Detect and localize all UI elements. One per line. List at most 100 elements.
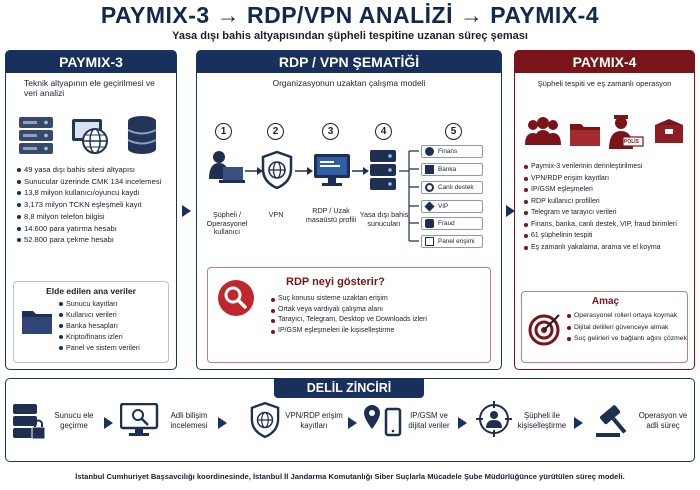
arrow-right-icon bbox=[218, 417, 227, 429]
bank-icon bbox=[425, 165, 434, 174]
chain-step-label: Operasyon ve adli süreç bbox=[638, 411, 688, 430]
money-icon bbox=[425, 147, 434, 156]
paymix3-panel: PAYMIX-3 Teknik altyapının ele geçirilme… bbox=[5, 50, 177, 370]
paymix3-intro: Teknik altyapının ele geçirilmesi ve ver… bbox=[24, 78, 155, 98]
alert-icon bbox=[425, 219, 434, 228]
step-number: 1 bbox=[215, 123, 232, 140]
police-officer-icon bbox=[609, 115, 644, 149]
list-item: IP/GSM eşleşmeleri ile kişiselleştirme bbox=[270, 326, 430, 337]
list-item: Tarayıcı, Telegram, Desktop ve Downloads… bbox=[270, 315, 430, 326]
user-laptop-icon bbox=[209, 151, 245, 183]
rdp-info-list: Suç konusu sisteme uzaktan erişim Ortak … bbox=[270, 294, 430, 336]
step-number: 3 bbox=[322, 123, 339, 140]
paymix4-list: Paymix-3 verilerinin derinleştirilmesi V… bbox=[523, 161, 693, 253]
list-item: Suç konusu sisteme uzaktan erişim bbox=[270, 294, 430, 305]
chain-step-label: IP/GSM ve dijital veriler bbox=[408, 411, 450, 430]
tag-label: Fraud bbox=[438, 220, 455, 227]
page-title: PAYMIX-3 → RDP/VPN ANALİZİ → PAYMIX-4 bbox=[100, 2, 600, 28]
list-item: Operasyonel rolleri ortaya koymak bbox=[566, 310, 688, 322]
step-label: Yasa dışı bahis sunucuları bbox=[359, 210, 409, 228]
arrow-right-icon bbox=[104, 417, 113, 429]
list-item: Telegram ve tarayıcı verileri bbox=[523, 207, 693, 219]
goal-list: Operasyonel rolleri ortaya koymak Dijita… bbox=[566, 310, 688, 345]
list-item: 14.600 para yatırma hesabı bbox=[16, 223, 176, 235]
goal-title: Amaç bbox=[591, 296, 620, 307]
list-item: Eş zamanlı yakalama, arama ve el koyma bbox=[523, 242, 693, 254]
folder-icon bbox=[570, 124, 600, 146]
server-lock-icon bbox=[13, 404, 46, 440]
server-icon bbox=[19, 117, 53, 154]
list-item: 49 yasa dışı bahis sitesi altyapısı bbox=[16, 164, 176, 176]
list-item: Banka hesapları bbox=[58, 320, 168, 331]
list-item: Panel ve sistem verileri bbox=[58, 342, 168, 353]
rdp-vpn-panel: RDP / VPN ŞEMATİĞİ Organizasyonun uzakta… bbox=[196, 50, 502, 370]
tag-panel-erisimi: Panel erişimi bbox=[421, 235, 483, 248]
panel-icon bbox=[425, 237, 434, 246]
data-box: Elde edilen ana veriler Sunucu kayıtları… bbox=[13, 281, 169, 363]
target-icon bbox=[528, 314, 560, 346]
forensic-monitor-icon bbox=[120, 403, 159, 436]
paymix4-panel: PAYMIX-4 Şüpheli tespiti ve eş zamanlı o… bbox=[514, 50, 695, 370]
chain-step-label: Sunucu ele geçirme bbox=[54, 411, 94, 430]
rdp-vpn-intro: Organizasyonun uzaktan çalışma modeli bbox=[272, 78, 426, 88]
remote-desktop-icon bbox=[314, 154, 350, 186]
police-label: POLİS bbox=[624, 139, 640, 145]
database-icon bbox=[127, 116, 157, 154]
diamond-icon bbox=[424, 201, 435, 212]
list-item: VPN/RDP erişim kayıtları bbox=[523, 173, 693, 185]
list-item: Ortak veya vardiyalı çalışma alanı bbox=[270, 305, 430, 316]
step-number: 5 bbox=[445, 123, 462, 140]
headset-icon bbox=[425, 183, 434, 192]
tag-canli-destek: Canlı destek bbox=[421, 181, 483, 194]
list-item: 61 şüphelinin tespiti bbox=[523, 230, 693, 242]
tag-label: Finans bbox=[438, 148, 458, 155]
list-item: Paymix-3 verilerinin derinleştirilmesi bbox=[523, 161, 693, 173]
list-item: Sunucu kayıtları bbox=[58, 298, 168, 309]
evidence-chain-panel: DELİL ZİNCİRİ Sunucu ele geçirme Adli bi… bbox=[5, 378, 695, 462]
step-label: RDP / Uzak masaüstü profili bbox=[305, 206, 357, 224]
person-target-icon bbox=[476, 401, 512, 437]
list-item: Kullanıcı verileri bbox=[58, 309, 168, 320]
rdp-info-title: RDP neyi gösterir? bbox=[286, 276, 385, 288]
tag-vip: VIP bbox=[421, 200, 483, 213]
arrow-right-icon bbox=[574, 417, 583, 429]
tag-label: Panel erişimi bbox=[438, 238, 475, 245]
tag-label: VIP bbox=[438, 203, 449, 210]
paymix3-stats-list: 49 yasa dışı bahis sitesi altyapısı Sunu… bbox=[16, 164, 176, 246]
goal-box: Amaç Operasyonel rolleri ortaya koymak D… bbox=[521, 291, 688, 363]
paymix4-intro: Şüpheli tespiti ve eş zamanlı operasyon bbox=[537, 79, 672, 88]
step-label: VPN bbox=[268, 210, 284, 219]
network-globe-icon bbox=[72, 119, 108, 154]
data-box-title: Elde edilen ana veriler bbox=[46, 286, 136, 296]
chain-step-label: Şüpheli ile kişiselleştirme bbox=[517, 411, 567, 430]
rdp-info-box: RDP neyi gösterir? Suç konusu sisteme uz… bbox=[207, 267, 491, 363]
vpn-shield-icon bbox=[250, 401, 280, 439]
data-box-list: Sunucu kayıtları Kullanıcı verileri Bank… bbox=[58, 298, 168, 353]
people-group-icon bbox=[525, 117, 561, 145]
evidence-box-icon bbox=[655, 119, 683, 143]
chain-step-label: Adli bilişim incelemesi bbox=[170, 411, 208, 430]
list-item: 8,8 milyon telefon bilgisi bbox=[16, 211, 176, 223]
list-item: 13,8 milyon kullanıcı/oyuncu kaydı bbox=[16, 187, 176, 199]
list-item: RDP kullanıcı profilleri bbox=[523, 196, 693, 208]
step-number: 4 bbox=[375, 123, 392, 140]
chain-step-label: VPN/RDP erişim kayıtları bbox=[285, 411, 343, 430]
tag-finans: Finans bbox=[421, 145, 483, 158]
evidence-chain-title: DELİL ZİNCİRİ bbox=[274, 378, 424, 398]
rdp-vpn-header: RDP / VPN ŞEMATİĞİ bbox=[197, 51, 501, 73]
vpn-shield-icon bbox=[261, 151, 293, 189]
list-item: Kripto/finans izleri bbox=[58, 331, 168, 342]
server-rack-icon bbox=[370, 150, 396, 190]
step-label: Şüpheli / Operasyonel kullanıcı bbox=[206, 210, 248, 236]
arrow-right-icon bbox=[506, 205, 515, 217]
gavel-icon bbox=[596, 405, 627, 437]
tag-label: Canlı destek bbox=[438, 184, 474, 191]
arrow-right-icon bbox=[458, 417, 467, 429]
paymix3-header: PAYMIX-3 bbox=[6, 51, 176, 73]
list-item: IP/GSM eşleşmeleri bbox=[523, 184, 693, 196]
page-subtitle: Yasa dışı bahis altyapısından şüpheli te… bbox=[172, 30, 528, 42]
tag-label: Banka bbox=[438, 166, 457, 173]
footer-note: İstanbul Cumhuriyet Başsavcılığı koordin… bbox=[75, 472, 625, 481]
flow-arrows-icon bbox=[245, 150, 419, 242]
list-item: Finans, banka, canlı destek, VIP, fraud … bbox=[523, 219, 693, 231]
